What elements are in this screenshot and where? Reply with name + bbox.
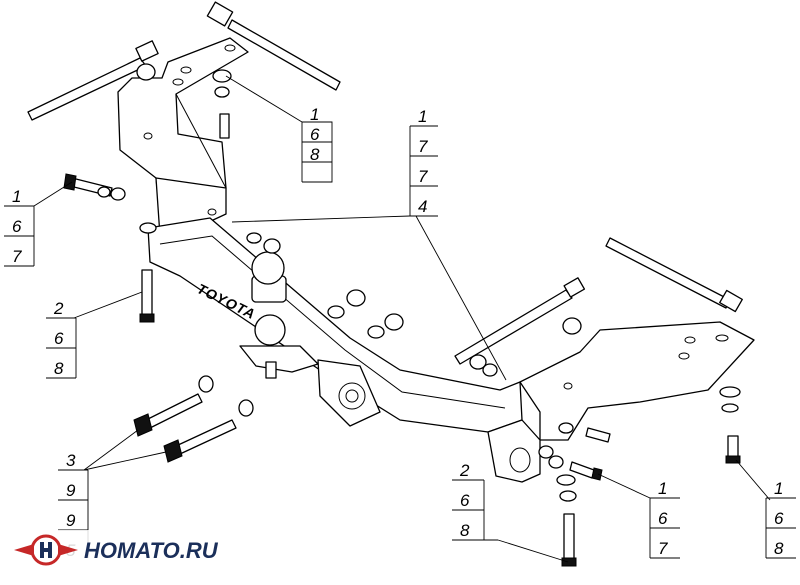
callout-number: 8 xyxy=(774,539,784,558)
callout-number: 6 xyxy=(310,125,320,144)
callout-number: 6 xyxy=(774,509,784,528)
callout-number: 1 xyxy=(658,479,667,498)
callout-number: 4 xyxy=(418,197,427,216)
callout-left-upper: 1 6 7 xyxy=(4,187,35,267)
callout-number: 6 xyxy=(658,509,668,528)
tow-ball-mount xyxy=(239,314,381,427)
leader-lines xyxy=(33,75,771,563)
bolt-long-lower xyxy=(163,419,237,463)
callout-number: 8 xyxy=(460,521,470,540)
callout-number: 8 xyxy=(54,359,64,378)
homato-logo: HOMATO.RU xyxy=(8,530,219,570)
callout-top-center: 1 6 8 xyxy=(301,105,333,183)
callout-number: 1 xyxy=(774,479,783,498)
callout-number: 2 xyxy=(53,299,64,318)
cable-tie-right xyxy=(605,237,743,313)
callout-number: 9 xyxy=(66,481,76,500)
cable-tie-top-left xyxy=(27,40,159,121)
cable-tie-top-center xyxy=(206,1,341,91)
callout-number: 2 xyxy=(459,461,470,480)
bolt-left-vertical xyxy=(139,269,155,323)
callout-number: 6 xyxy=(460,491,470,510)
bolt-long-upper xyxy=(133,393,203,437)
callout-number: 1 xyxy=(310,105,319,124)
callout-number: 1 xyxy=(418,107,427,126)
callout-number: 6 xyxy=(54,329,64,348)
callout-number: 3 xyxy=(66,451,76,470)
callout-left-middle: 2 6 8 xyxy=(46,299,77,379)
callout-bottom-right-a: 1 6 7 xyxy=(649,479,680,559)
callout-number: 1 xyxy=(12,187,21,206)
nut-group-center xyxy=(246,232,404,339)
callout-bottom-center: 2 6 8 xyxy=(452,461,498,541)
callout-number: 7 xyxy=(658,539,668,558)
bolt-top-center xyxy=(219,113,230,139)
bolt-right-bracket xyxy=(585,427,611,443)
washer-group-lower xyxy=(198,354,498,417)
bolt-right-short xyxy=(569,461,603,481)
washer-group-left xyxy=(97,63,232,234)
washer-group-right xyxy=(538,317,741,502)
callout-number: 9 xyxy=(66,511,76,530)
callout-number: 8 xyxy=(310,145,320,164)
bolt-bottom-center xyxy=(561,513,577,567)
callout-bottom-right-b: 1 6 8 xyxy=(765,479,796,559)
callout-number: 6 xyxy=(12,217,22,236)
logo-emblem-icon xyxy=(14,534,78,566)
callout-center: 1 7 7 4 xyxy=(409,107,438,217)
callout-number: 7 xyxy=(418,167,428,186)
right-mounting-bracket xyxy=(487,321,755,483)
cable-tie-center xyxy=(454,277,586,365)
bolt-right-vertical xyxy=(725,435,741,464)
tow-ball-upper xyxy=(251,251,287,303)
logo-text: HOMATO.RU xyxy=(84,538,219,563)
callout-number: 7 xyxy=(12,247,22,266)
callout-number: 7 xyxy=(418,137,428,156)
